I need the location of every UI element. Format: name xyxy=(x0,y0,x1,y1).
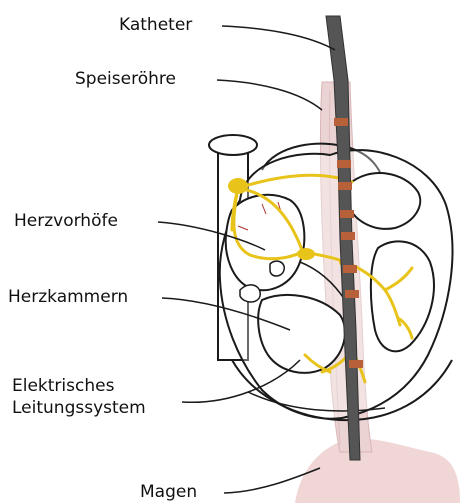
electrode-band xyxy=(341,232,355,240)
electrode-band xyxy=(337,160,351,168)
electrode-band xyxy=(334,118,348,126)
atrium-valve xyxy=(270,261,284,276)
label-magen: Magen xyxy=(140,482,197,502)
label-leitungssystem-line2: Leitungssystem xyxy=(12,398,146,418)
electrode-band xyxy=(338,182,352,190)
electrode-band xyxy=(349,360,363,368)
stomach-shape xyxy=(295,439,460,503)
label-herzvorhoefe: Herzvorhöfe xyxy=(14,211,118,231)
sa-node xyxy=(228,178,248,194)
vena-cava-top xyxy=(209,135,257,155)
label-katheter: Katheter xyxy=(119,15,192,35)
av-node xyxy=(297,248,315,260)
leader-line-speiseroehre xyxy=(217,80,322,110)
atrium-valve xyxy=(240,285,260,302)
label-herzkammern: Herzkammern xyxy=(8,287,128,307)
electrode-band xyxy=(343,265,357,273)
electrode-band xyxy=(345,290,359,298)
label-leitungssystem-line1: Elektrisches xyxy=(12,376,115,396)
electrode-band xyxy=(340,210,354,218)
label-speiseroehre: Speiseröhre xyxy=(75,69,176,89)
leader-line-katheter xyxy=(222,26,335,50)
